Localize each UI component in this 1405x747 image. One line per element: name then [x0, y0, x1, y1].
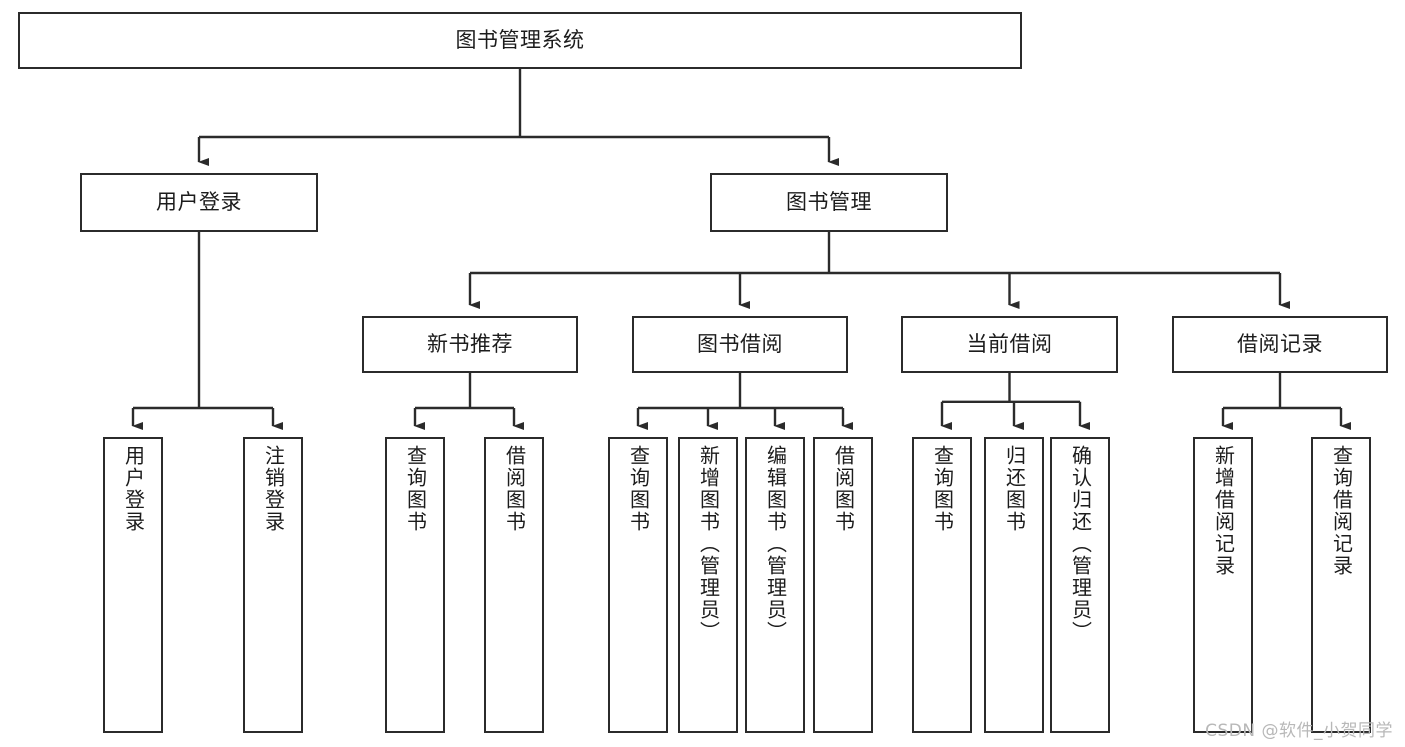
node-label: 图书管理 [786, 189, 872, 214]
node-leaf-add-record[interactable]: 新增借阅记录 [1193, 437, 1253, 733]
node-label: 当前借阅 [966, 331, 1053, 356]
node-label: 查询图书 [626, 445, 651, 533]
node-l3-borrow-record[interactable]: 借阅记录 [1172, 316, 1388, 373]
node-label: 编辑图书（管理员） [763, 445, 788, 643]
node-root[interactable]: 图书管理系统 [18, 12, 1022, 69]
node-l2-user-login[interactable]: 用户登录 [80, 173, 318, 232]
node-label: 图书借阅 [697, 331, 783, 356]
node-leaf-query-record[interactable]: 查询借阅记录 [1311, 437, 1371, 733]
node-label: 查询图书 [403, 445, 428, 533]
node-label: 新增借阅记录 [1211, 445, 1236, 577]
node-label: 新增图书（管理员） [696, 445, 721, 643]
node-leaf-confirm-return-admin[interactable]: 确认归还（管理员） [1050, 437, 1110, 733]
node-l2-book-manage[interactable]: 图书管理 [710, 173, 948, 232]
node-leaf-query-book-3[interactable]: 查询图书 [912, 437, 972, 733]
node-label: 查询借阅记录 [1329, 445, 1354, 577]
node-label: 图书管理系统 [455, 27, 585, 52]
node-leaf-logout[interactable]: 注销登录 [243, 437, 303, 733]
node-l3-book-borrow[interactable]: 图书借阅 [632, 316, 848, 373]
node-leaf-query-book-1[interactable]: 查询图书 [385, 437, 445, 733]
node-label: 借阅图书 [831, 445, 856, 533]
node-label: 用户登录 [156, 189, 242, 214]
node-leaf-borrow-book-2[interactable]: 借阅图书 [813, 437, 873, 733]
watermark: CSDN @软件_小贺同学 [1205, 721, 1393, 741]
node-label: 注销登录 [261, 445, 286, 533]
node-l3-new-book-rec[interactable]: 新书推荐 [362, 316, 578, 373]
node-leaf-borrow-book-1[interactable]: 借阅图书 [484, 437, 544, 733]
node-label: 借阅记录 [1237, 331, 1323, 356]
node-label: 确认归还（管理员） [1068, 445, 1093, 643]
node-label: 归还图书 [1002, 445, 1027, 533]
node-label: 用户登录 [121, 445, 146, 533]
node-label: 新书推荐 [427, 331, 513, 356]
node-leaf-add-book-admin[interactable]: 新增图书（管理员） [678, 437, 738, 733]
node-leaf-query-book-2[interactable]: 查询图书 [608, 437, 668, 733]
node-leaf-edit-book-admin[interactable]: 编辑图书（管理员） [745, 437, 805, 733]
node-l3-current-borrow[interactable]: 当前借阅 [901, 316, 1118, 373]
node-label: 借阅图书 [502, 445, 527, 533]
node-leaf-return-book[interactable]: 归还图书 [984, 437, 1044, 733]
node-leaf-user-login[interactable]: 用户登录 [103, 437, 163, 733]
node-label: 查询图书 [930, 445, 955, 533]
